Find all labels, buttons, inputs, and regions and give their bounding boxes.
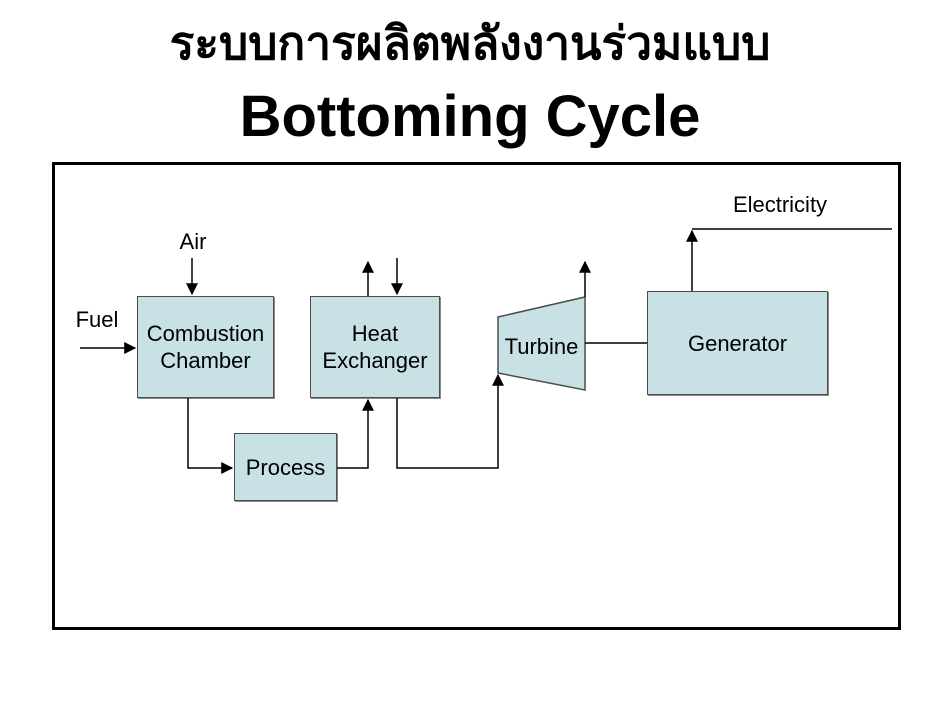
slide-title-thai: ระบบการผลิตพลังงานร่วมแบบ [169,16,771,70]
air-label: Air [179,229,207,254]
turbine-label: Turbine [504,334,579,359]
electricity-label: Electricity [732,192,828,217]
combustion-chamber-label: Combustion Chamber [146,321,265,373]
heat-exchanger-label: Heat Exchanger [322,321,428,373]
slide-title-english: Bottoming Cycle [239,84,701,149]
heat-exchanger-to-turbine-connector [396,373,504,469]
heat-exchanger-box: Heat Exchanger [310,296,440,398]
process-label: Process [245,454,326,480]
generator-label: Generator [687,330,788,356]
connector-lines [80,228,892,474]
process-to-heat-exchanger-connector [337,398,374,469]
combustion-chamber-box: Combustion Chamber [137,296,274,398]
combustion-to-process-connector [187,398,234,474]
generator-box: Generator [647,291,828,395]
fuel-label: Fuel [75,307,119,332]
diagram-frame: Combustion Chamber Heat Exchanger Proces… [52,162,901,630]
turbine-shape [497,296,586,391]
process-box: Process [234,433,337,501]
